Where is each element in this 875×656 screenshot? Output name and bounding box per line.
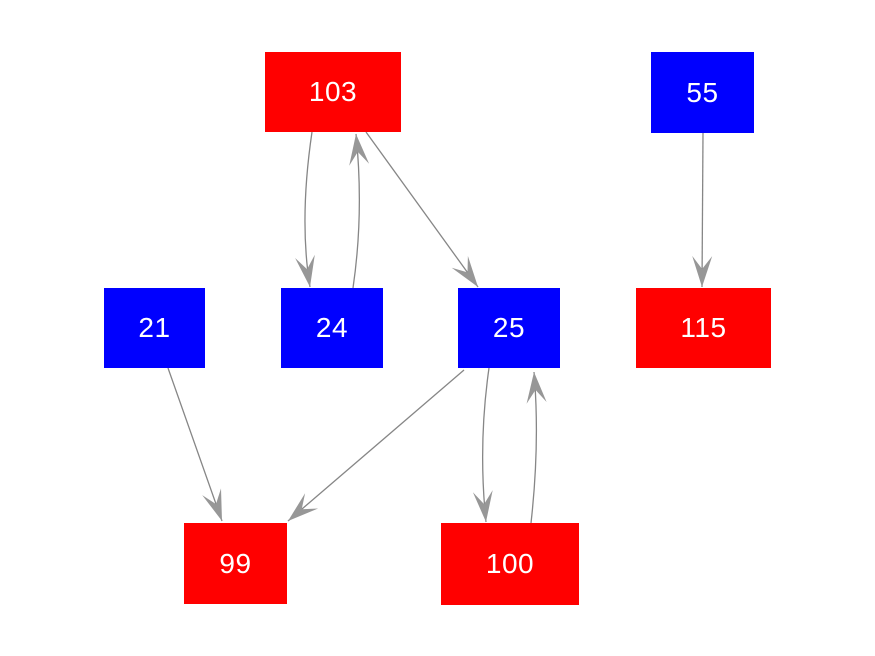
arrowhead-icon (451, 256, 478, 287)
node-label: 21 (138, 312, 171, 343)
arrowhead-icon (295, 254, 315, 287)
edge-103-to-25 (365, 131, 479, 288)
arrowhead-icon (472, 490, 493, 522)
edge-25-to-99 (287, 369, 465, 522)
node-label: 55 (686, 76, 719, 108)
arrowhead-icon (349, 134, 370, 166)
arrowhead-icon (202, 488, 222, 521)
edge-24-to-103 (349, 133, 370, 289)
arrowhead-icon (692, 255, 713, 287)
arrowhead-icon (288, 493, 319, 521)
edge-line (167, 367, 223, 522)
node-label: 25 (492, 312, 526, 343)
edge-25-to-100 (472, 367, 493, 523)
edge-line (365, 131, 479, 288)
node-label: 103 (308, 76, 358, 107)
graph-node-25[interactable]: 25 (458, 288, 560, 368)
edge-21-to-99 (167, 367, 223, 522)
edge-line (287, 369, 465, 522)
node-label: 24 (315, 312, 349, 343)
graph-node-55[interactable]: 55 (651, 52, 754, 133)
edge-103-to-24 (295, 131, 315, 288)
graph-node-99[interactable]: 99 (184, 523, 287, 604)
arrowhead-icon (526, 372, 547, 404)
graph-node-115[interactable]: 115 (636, 288, 771, 368)
node-label: 100 (485, 548, 535, 579)
edge-100-to-25 (526, 371, 547, 524)
edge-55-to-115 (692, 132, 713, 288)
graph-node-24[interactable]: 24 (281, 288, 383, 368)
graph-node-103[interactable]: 103 (265, 52, 401, 132)
node-label: 115 (680, 312, 727, 343)
edge-line (701, 132, 704, 288)
graph-node-21[interactable]: 21 (104, 288, 205, 368)
graph-node-100[interactable]: 100 (441, 523, 579, 605)
node-label: 99 (219, 547, 252, 579)
